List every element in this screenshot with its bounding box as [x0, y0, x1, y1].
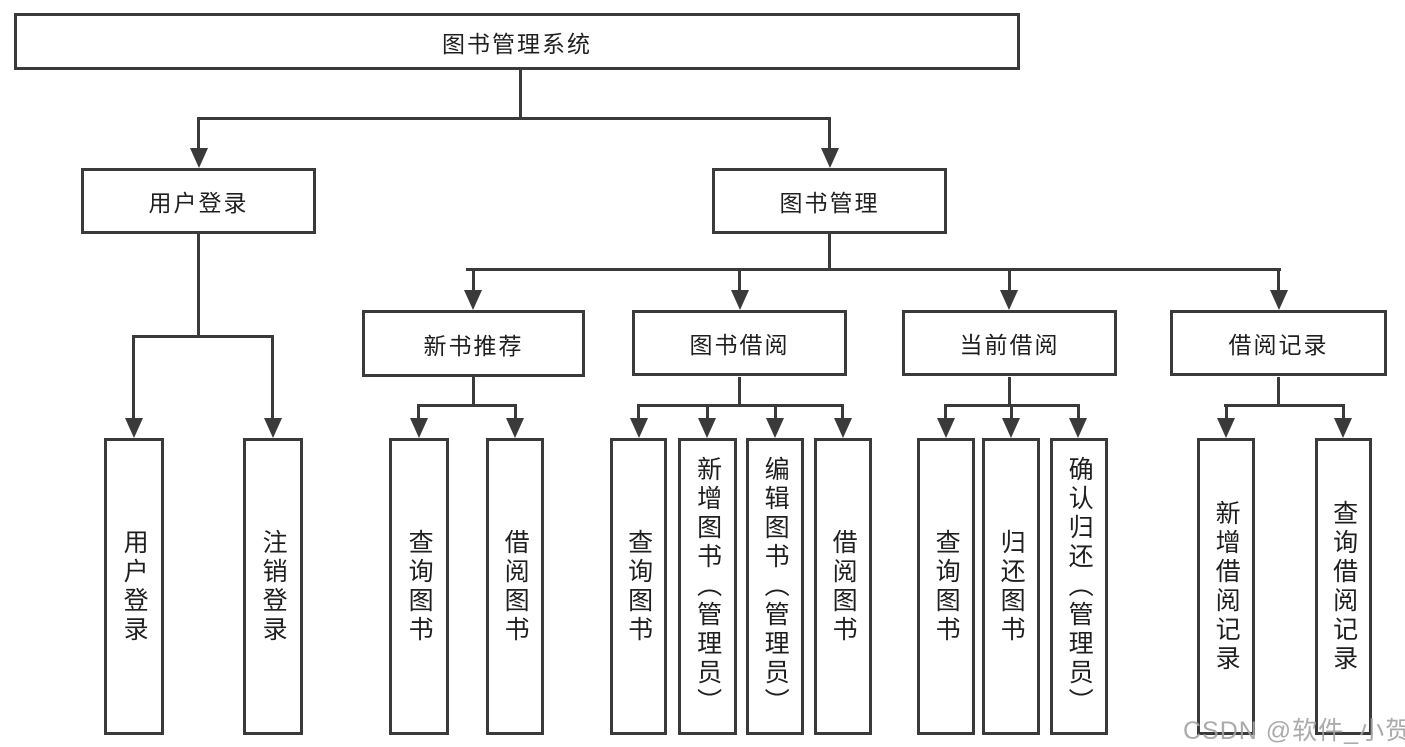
leaf-confirm-return-admin: 确认归还（管理员）	[1050, 438, 1108, 735]
leaf-label: 注销登录	[259, 528, 288, 645]
node-library-management-system: 图书管理系统	[14, 13, 1020, 70]
leaf-query-books-borrow: 查询图书	[610, 438, 667, 735]
leaf-label: 查询图书	[405, 528, 434, 645]
arrowhead-icon	[1217, 418, 1235, 438]
connector-vline	[1077, 404, 1080, 418]
connector-hline	[637, 404, 844, 407]
connector-vline	[828, 117, 831, 150]
leaf-borrow-books-recommend: 借阅图书	[486, 438, 544, 735]
leaf-label: 借阅图书	[829, 528, 858, 645]
connector-vline	[417, 404, 420, 418]
connector-vline	[841, 404, 844, 418]
connector-vline	[738, 377, 741, 407]
arrowhead-icon	[630, 418, 648, 438]
csdn-watermark: CSDN @软件_小贺同学	[1183, 717, 1405, 745]
leaf-return-books: 归还图书	[982, 438, 1040, 735]
node-borrow-records: 借阅记录	[1170, 310, 1387, 376]
connector-vline	[197, 117, 200, 150]
connector-vline	[738, 268, 741, 292]
connector-vline	[271, 335, 274, 420]
arrowhead-icon	[464, 290, 482, 310]
leaf-label: 查询图书	[932, 528, 961, 645]
arrowhead-icon	[190, 148, 208, 168]
leaf-query-books-current: 查询图书	[917, 438, 975, 735]
connector-vline	[706, 404, 709, 418]
leaf-query-books-recommend: 查询图书	[389, 438, 449, 735]
connector-vline	[1277, 377, 1280, 407]
leaf-label: 编辑图书（管理员）	[761, 456, 790, 717]
node-book-borrow: 图书借阅	[632, 310, 847, 376]
arrowhead-icon	[125, 418, 143, 438]
connector-vline	[828, 234, 831, 271]
connector-vline	[1277, 268, 1280, 292]
leaf-label: 确认归还（管理员）	[1065, 456, 1094, 717]
leaf-add-borrow-record: 新增借阅记录	[1197, 438, 1255, 735]
connector-vline	[472, 268, 475, 292]
connector-hline	[417, 404, 517, 407]
connector-vline	[472, 377, 475, 407]
connector-vline	[1008, 377, 1011, 407]
arrowhead-icon	[1069, 418, 1087, 438]
node-label: 用户登录	[148, 190, 249, 216]
arrowhead-icon	[1334, 418, 1352, 438]
node-label: 图书借阅	[689, 332, 790, 358]
leaf-edit-books-admin: 编辑图书（管理员）	[746, 438, 804, 735]
connector-hline	[197, 117, 831, 120]
leaf-label: 用户登录	[120, 528, 149, 645]
node-label: 新书推荐	[423, 332, 524, 359]
arrowhead-icon	[1002, 418, 1020, 438]
arrowhead-icon	[264, 418, 282, 438]
arrowhead-icon	[410, 418, 428, 438]
node-current-borrow: 当前借阅	[902, 310, 1117, 376]
connector-vline	[132, 335, 135, 420]
node-new-book-recommend: 新书推荐	[362, 310, 585, 377]
connector-hline	[132, 335, 274, 338]
arrowhead-icon	[731, 290, 749, 310]
arrowhead-icon	[834, 418, 852, 438]
leaf-query-borrow-record: 查询借阅记录	[1315, 438, 1372, 735]
arrowhead-icon	[506, 418, 524, 438]
connector-vline	[774, 404, 777, 418]
connector-vline	[197, 234, 200, 338]
node-label: 图书管理系统	[442, 30, 592, 57]
connector-vline	[1010, 404, 1013, 418]
leaf-label: 借阅图书	[501, 528, 530, 645]
arrowhead-icon	[766, 418, 784, 438]
connector-vline	[1225, 404, 1228, 418]
connector-vline	[514, 404, 517, 418]
arrowhead-icon	[821, 148, 839, 168]
arrowhead-icon	[1000, 290, 1018, 310]
arrowhead-icon	[1270, 290, 1288, 310]
connector-hline	[1224, 404, 1345, 407]
leaf-label: 新增图书（管理员）	[693, 456, 722, 717]
leaf-add-books-admin: 新增图书（管理员）	[678, 438, 737, 735]
node-book-management: 图书管理	[712, 168, 947, 234]
leaf-borrow-books: 借阅图书	[814, 438, 872, 735]
connector-vline	[1342, 404, 1345, 418]
connector-vline	[637, 404, 640, 418]
connector-vline	[1008, 268, 1011, 292]
connector-vline	[944, 404, 947, 418]
leaf-label: 查询借阅记录	[1329, 499, 1358, 674]
connector-vline	[519, 70, 522, 119]
leaf-label: 新增借阅记录	[1212, 499, 1241, 674]
leaf-label: 归还图书	[997, 528, 1026, 645]
arrowhead-icon	[937, 418, 955, 438]
leaf-logout: 注销登录	[243, 438, 303, 735]
node-label: 借阅记录	[1228, 332, 1329, 358]
leaf-label: 查询图书	[624, 528, 653, 645]
leaf-user-login: 用户登录	[104, 438, 164, 735]
arrowhead-icon	[698, 418, 716, 438]
connector-hline	[466, 268, 1281, 271]
node-label: 图书管理	[779, 190, 880, 216]
node-label: 当前借阅	[959, 332, 1060, 358]
node-user-login: 用户登录	[81, 168, 316, 234]
